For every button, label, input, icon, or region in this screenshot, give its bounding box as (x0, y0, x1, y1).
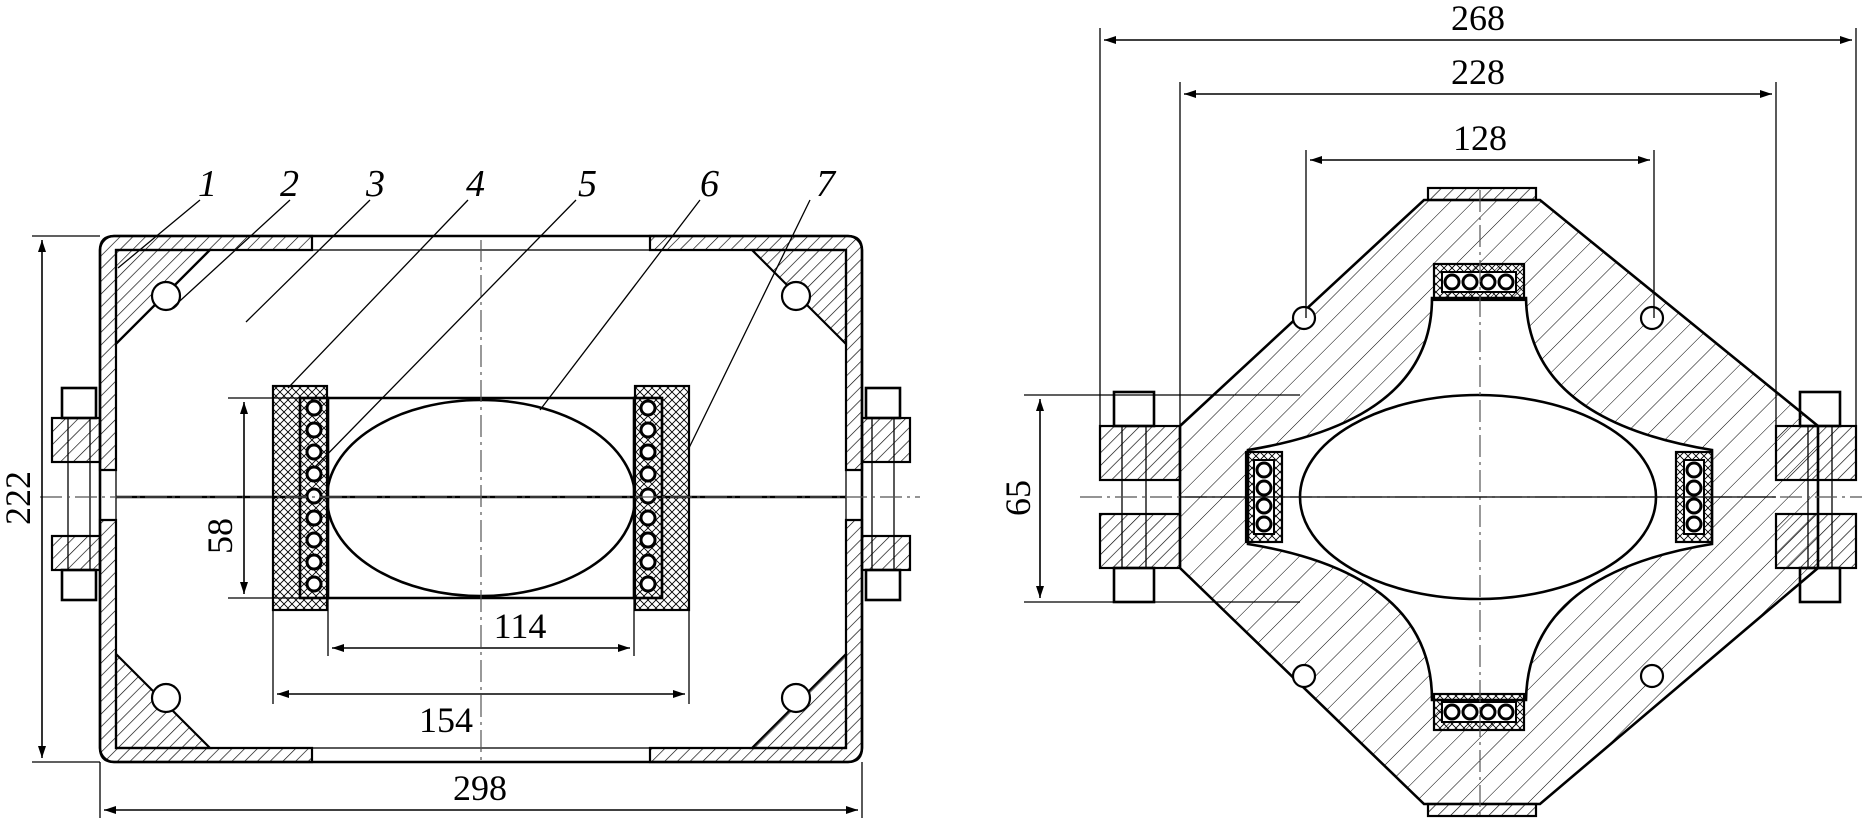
bolt-hole-bottom-left (150, 682, 182, 714)
coil-turns-right (639, 399, 657, 593)
dim-side-width: 298 (453, 768, 507, 808)
plate-bottom (1426, 802, 1538, 818)
coil-top (1432, 262, 1526, 302)
flange-left (1098, 390, 1182, 604)
bolt-bosses (1291, 305, 1665, 689)
part-label-2: 2 (280, 163, 299, 205)
part-label-1: 1 (198, 163, 217, 205)
dim-gap-height: 58 (200, 518, 240, 554)
bolt-left (50, 386, 102, 602)
part-label-5: 5 (578, 163, 597, 205)
coil-turns-left (305, 399, 323, 593)
dim-outer-span: 154 (419, 700, 473, 740)
dimensions-side (32, 235, 863, 818)
dim-end-flange: 228 (1451, 52, 1505, 92)
plate-top (1426, 186, 1538, 202)
dim-end-total: 268 (1451, 0, 1505, 38)
dim-side-height: 222 (0, 471, 38, 525)
bolt-hole-top-right (780, 280, 812, 312)
flange-right (1774, 390, 1858, 604)
bolt-right (860, 386, 912, 602)
dim-end-core: 128 (1453, 118, 1507, 158)
bolt-hole-bottom-right (780, 682, 812, 714)
part-label-7: 7 (816, 163, 837, 205)
dimensions-end (1024, 28, 1857, 603)
dim-end-height: 65 (998, 480, 1038, 516)
side-view (40, 199, 920, 764)
frame-outer (98, 234, 864, 764)
dim-inner-span: 114 (494, 606, 547, 646)
coil-bottom (1432, 692, 1526, 732)
part-label-4: 4 (466, 163, 485, 205)
part-label-6: 6 (700, 163, 719, 205)
leaders (117, 199, 811, 469)
part-label-3: 3 (365, 163, 385, 205)
end-view (1080, 186, 1862, 818)
bolt-hole-top-left (150, 280, 182, 312)
